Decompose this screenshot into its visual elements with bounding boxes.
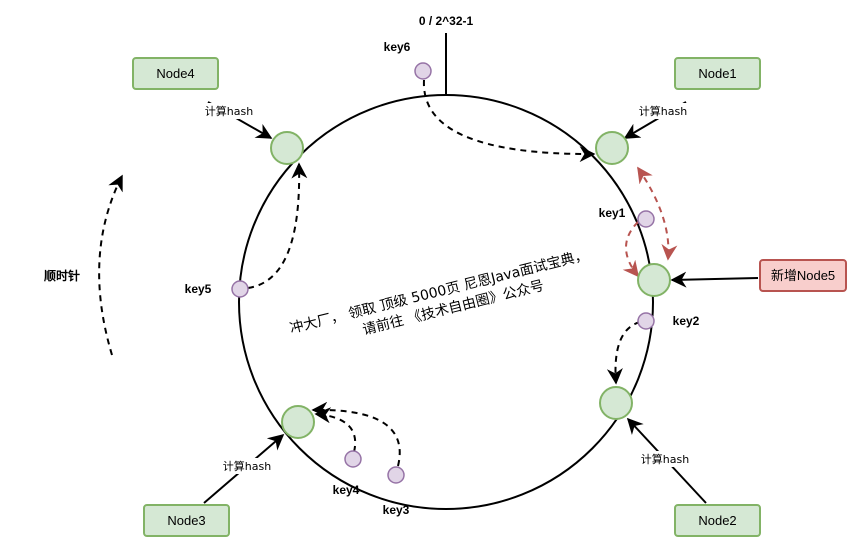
- key3-point: [387, 466, 405, 484]
- node4-edge-label: 计算hash: [200, 103, 258, 119]
- key5-label: key5: [185, 282, 212, 296]
- key3-label: key3: [383, 503, 410, 517]
- key4-label: key4: [333, 483, 360, 497]
- key6-label: key6: [384, 40, 411, 54]
- node1-box: Node1: [674, 57, 761, 90]
- node1-node5-double-arrow: [637, 166, 678, 261]
- svg-text:计算hash: 计算hash: [205, 104, 253, 118]
- svg-text:Node3: Node3: [167, 513, 205, 528]
- ring-node-node4: [270, 131, 304, 165]
- svg-text:新增Node5: 新增Node5: [771, 268, 835, 283]
- key6-point: [414, 62, 432, 80]
- key5-to-node4-arrow: [247, 162, 308, 289]
- ring-top-label: 0 / 2^32-1: [419, 14, 474, 28]
- svg-text:Node2: Node2: [698, 513, 736, 528]
- key1-to-node5-arrow: [622, 221, 639, 278]
- ring-node-node2: [599, 386, 633, 420]
- node1-edge-label: 计算hash: [634, 103, 692, 119]
- node3-edge-label: 计算hash: [218, 458, 276, 474]
- ring-node-node1: [595, 131, 629, 165]
- key4-point: [344, 450, 362, 468]
- key1-point: [637, 210, 655, 228]
- key2-point: [637, 312, 655, 330]
- node2-box: Node2: [674, 504, 761, 537]
- clockwise-label: 顺时针: [44, 268, 80, 283]
- svg-text:Node1: Node1: [698, 66, 736, 81]
- ring-node-node3: [281, 405, 315, 439]
- node4-box: Node4: [132, 57, 219, 90]
- key2-label: key2: [673, 314, 700, 328]
- key4-to-node3-arrow: [314, 407, 357, 453]
- clockwise-arrow: [98, 174, 123, 356]
- svg-text:计算hash: 计算hash: [639, 104, 687, 118]
- svg-text:计算hash: 计算hash: [223, 459, 271, 473]
- node5-box: 新增Node5: [759, 259, 847, 292]
- key3-to-node3-arrow: [311, 401, 401, 467]
- svg-text:计算hash: 计算hash: [641, 452, 689, 466]
- key2-to-node2-arrow: [606, 321, 641, 385]
- key6-to-node1-arrow: [422, 79, 596, 163]
- svg-text:Node4: Node4: [156, 66, 194, 81]
- node3-box: Node3: [143, 504, 230, 537]
- key5-point: [231, 280, 249, 298]
- node5-hash-arrow: [670, 271, 759, 288]
- node2-edge-label: 计算hash: [636, 451, 694, 467]
- ring-node-node5: [637, 263, 671, 297]
- key1-label: key1: [599, 206, 626, 220]
- watermark: 冲大厂， 领取 顶级 5000页 尼恩Java面试宝典， 请前往 《技术自由圈》…: [288, 247, 590, 338]
